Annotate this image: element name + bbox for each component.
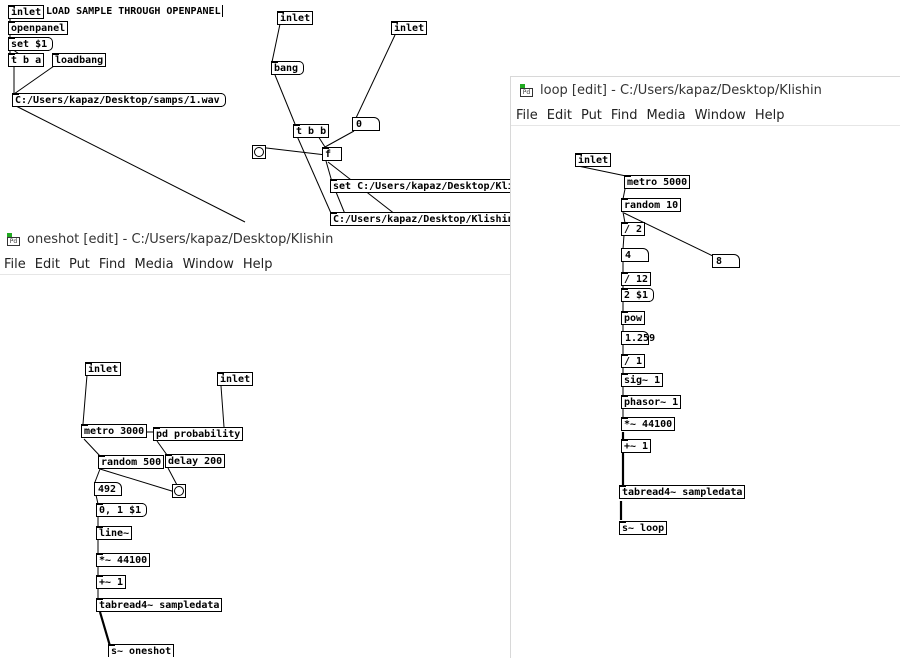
send-tilde-object[interactable]: s~ loop bbox=[619, 521, 668, 535]
comment-text: LOAD SAMPLE THROUGH OPENPANEL bbox=[46, 6, 221, 17]
loop-title-bar[interactable]: Pd loop [edit] - C:/Users/kapaz/Desktop/… bbox=[511, 77, 900, 103]
bang-button[interactable] bbox=[252, 145, 266, 159]
pow-message[interactable]: 2 $1 bbox=[621, 288, 655, 302]
inlet-object[interactable]: inlet bbox=[85, 362, 122, 376]
menu-media[interactable]: Media bbox=[646, 107, 686, 123]
add-tilde-object[interactable]: +~ 1 bbox=[621, 439, 652, 453]
set-message[interactable]: set $1 bbox=[8, 37, 54, 51]
pd-probability-subpatch[interactable]: pd probability bbox=[153, 427, 244, 441]
divide-object[interactable]: / 12 bbox=[621, 272, 652, 286]
comment-load-sample: LOAD SAMPLE THROUGH OPENPANEL bbox=[46, 5, 223, 19]
send-tilde-object[interactable]: s~ oneshot bbox=[108, 644, 175, 657]
line-tilde-object[interactable]: line~ bbox=[96, 526, 133, 540]
phasor-tilde-object[interactable]: phasor~ 1 bbox=[621, 395, 682, 409]
menu-put[interactable]: Put bbox=[68, 256, 90, 272]
add-tilde-object[interactable]: +~ 1 bbox=[96, 575, 127, 589]
openpanel-object[interactable]: openpanel bbox=[8, 21, 69, 35]
metro-object[interactable]: metro 3000 bbox=[81, 424, 148, 438]
multiply-tilde-object[interactable]: *~ 44100 bbox=[96, 553, 151, 567]
sig-tilde-object[interactable]: sig~ 1 bbox=[621, 373, 664, 387]
bang-circle-icon bbox=[174, 486, 184, 496]
tabread4-object[interactable]: tabread4~ sampledata bbox=[96, 598, 223, 612]
loop-window[interactable]: Pd loop [edit] - C:/Users/kapaz/Desktop/… bbox=[510, 76, 900, 658]
random-object[interactable]: random 10 bbox=[621, 198, 682, 212]
loadbang-object[interactable]: loadbang bbox=[52, 53, 107, 67]
inlet-object[interactable]: inlet bbox=[217, 372, 254, 386]
trigger-object[interactable]: t b a bbox=[8, 53, 45, 67]
divide-object[interactable]: / 1 bbox=[621, 354, 646, 368]
window-title: oneshot [edit] - C:/Users/kapaz/Desktop/… bbox=[27, 231, 334, 247]
menu-window[interactable]: Window bbox=[694, 107, 746, 123]
menu-window[interactable]: Window bbox=[182, 256, 234, 272]
text-cursor bbox=[221, 5, 223, 17]
set-path-message[interactable]: set C:/Users/kapaz/Desktop/Klishin/S bbox=[330, 179, 556, 193]
number-box[interactable]: 0 bbox=[352, 117, 380, 131]
metro-object[interactable]: metro 5000 bbox=[624, 175, 691, 189]
menu-find[interactable]: Find bbox=[610, 107, 638, 123]
bang-button[interactable] bbox=[172, 484, 186, 498]
oneshot-window[interactable]: Pd oneshot [edit] - C:/Users/kapaz/Deskt… bbox=[0, 226, 510, 657]
number-box[interactable]: 1.259 bbox=[621, 331, 655, 345]
pd-app-icon: Pd bbox=[7, 232, 21, 246]
sample-path-message[interactable]: C:/Users/kapaz/Desktop/samps/1.wav bbox=[12, 93, 226, 107]
float-object[interactable]: f bbox=[322, 147, 342, 161]
loop-wires bbox=[577, 165, 716, 520]
menu-put[interactable]: Put bbox=[580, 107, 602, 123]
file-path-message[interactable]: C:/Users/kapaz/Desktop/Klishin/1.wav bbox=[330, 212, 556, 226]
multiply-tilde-object[interactable]: *~ 44100 bbox=[621, 417, 676, 431]
line-message[interactable]: 0, 1 $1 bbox=[96, 503, 148, 517]
random-object[interactable]: random 500 bbox=[98, 455, 165, 469]
tabread4-object[interactable]: tabread4~ sampledata bbox=[619, 485, 746, 499]
delay-object[interactable]: delay 200 bbox=[165, 454, 226, 468]
loop-menu-bar: File Edit Put Find Media Window Help bbox=[511, 105, 900, 126]
menu-find[interactable]: Find bbox=[98, 256, 126, 272]
menu-file[interactable]: File bbox=[516, 107, 538, 123]
number-box[interactable]: 492 bbox=[94, 482, 122, 496]
bang-circle-icon bbox=[254, 147, 264, 157]
inlet-object[interactable]: inlet bbox=[391, 21, 428, 35]
number-box[interactable]: 8 bbox=[712, 254, 740, 268]
bang-message[interactable]: bang bbox=[271, 61, 305, 75]
menu-help[interactable]: Help bbox=[754, 107, 785, 123]
menu-edit[interactable]: Edit bbox=[34, 256, 60, 272]
inlet-object[interactable]: inlet bbox=[277, 11, 314, 25]
oneshot-menu-bar: File Edit Put Find Media Window Help bbox=[0, 254, 510, 275]
oneshot-title-bar[interactable]: Pd oneshot [edit] - C:/Users/kapaz/Deskt… bbox=[0, 226, 510, 252]
menu-help[interactable]: Help bbox=[242, 256, 273, 272]
number-box[interactable]: 4 bbox=[621, 248, 649, 262]
oneshot-wires bbox=[82, 374, 225, 647]
menu-edit[interactable]: Edit bbox=[546, 107, 572, 123]
inlet-object[interactable]: inlet bbox=[575, 153, 612, 167]
pd-app-icon: Pd bbox=[520, 83, 534, 97]
inlet-object[interactable]: inlet bbox=[8, 5, 45, 19]
menu-media[interactable]: Media bbox=[134, 256, 174, 272]
pow-object[interactable]: pow bbox=[621, 311, 646, 325]
trigger-object[interactable]: t b b bbox=[293, 124, 330, 138]
menu-file[interactable]: File bbox=[4, 256, 26, 272]
window-title: loop [edit] - C:/Users/kapaz/Desktop/Kli… bbox=[540, 82, 822, 98]
divide-object[interactable]: / 2 bbox=[621, 222, 646, 236]
